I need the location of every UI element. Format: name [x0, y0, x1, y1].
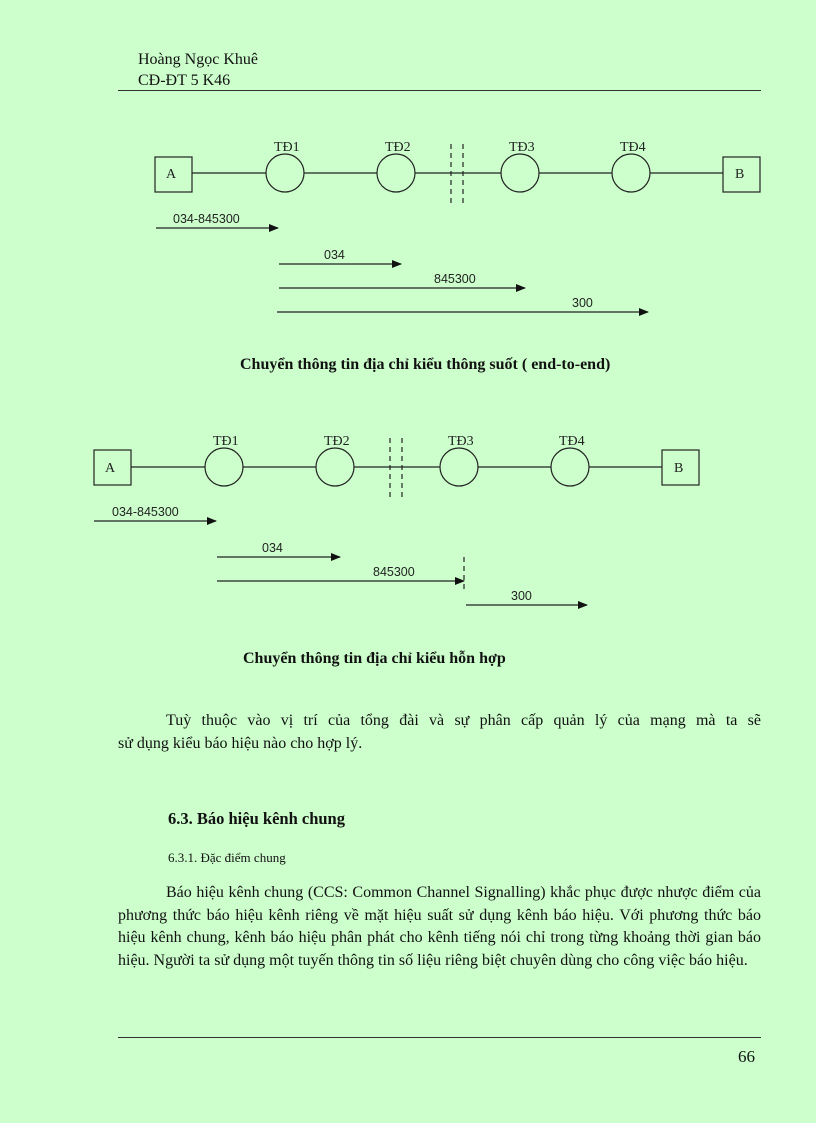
arrow-label: 034-845300 [112, 505, 179, 519]
endpoint-b-label: B [674, 461, 683, 476]
footer-rule [118, 1037, 761, 1038]
endpoint-a-box [154, 156, 193, 193]
node-label: TĐ3 [509, 140, 535, 155]
arrow-label: 300 [572, 296, 593, 310]
node-label: TĐ2 [324, 434, 350, 449]
arrow-label: 034 [324, 248, 345, 262]
diagram1-caption: Chuyển thông tin địa chỉ kiểu thông suốt… [240, 356, 611, 373]
endpoint-b-box [722, 156, 761, 193]
endpoint-b-label: B [735, 167, 744, 182]
node-label: TĐ4 [559, 434, 585, 449]
subsection-heading: 6.3.1. Đặc điểm chung [168, 850, 286, 865]
section-heading: 6.3. Báo hiệu kênh chung [168, 809, 345, 828]
endpoint-b-box [661, 449, 700, 486]
diagram2-caption: Chuyển thông tin địa chỉ kiểu hỗn hợp [243, 650, 506, 667]
node-label: TĐ1 [274, 140, 300, 155]
node-label: TĐ3 [448, 434, 474, 449]
endpoint-a-box [93, 449, 132, 486]
header-rule [118, 90, 761, 91]
arrow-label: 300 [511, 589, 532, 603]
page-number: 66 [738, 1047, 755, 1066]
node-label: TĐ4 [620, 140, 646, 155]
paragraph-1: Tuỳ thuộc vào vị trí của tổng đài và sự … [118, 710, 761, 755]
diagram-hybrid: A B TĐ1 TĐ2 TĐ3 TĐ4 034-845300 034 84530… [93, 434, 700, 609]
paragraph-1-line-2: sử dụng kiểu báo hiệu nào cho hợp lý. [118, 734, 363, 752]
header-author: Hoàng Ngọc Khuê [138, 51, 258, 68]
node-label: TĐ1 [213, 434, 239, 449]
arrow-label: 034-845300 [173, 212, 240, 226]
node-label: TĐ2 [385, 140, 411, 155]
arrow-label: 034 [262, 541, 283, 555]
endpoint-a-label: A [166, 167, 177, 182]
arrow-label: 845300 [434, 272, 476, 286]
endpoint-a-label: A [105, 461, 116, 476]
arrow-label: 845300 [373, 565, 415, 579]
diagram-end-to-end: A B TĐ1 TĐ2 TĐ3 TĐ4 034-845300 034 84530… [154, 140, 761, 316]
paragraph-1-line-1: Tuỳ thuộc vào vị trí của tổng đài và sự … [166, 712, 761, 729]
paragraph-2: Báo hiệu kênh chung (CCS: Common Channel… [118, 882, 761, 972]
paragraph-2-text: Báo hiệu kênh chung (CCS: Common Channel… [118, 884, 761, 969]
header-class: CĐ-ĐT 5 K46 [138, 72, 231, 89]
